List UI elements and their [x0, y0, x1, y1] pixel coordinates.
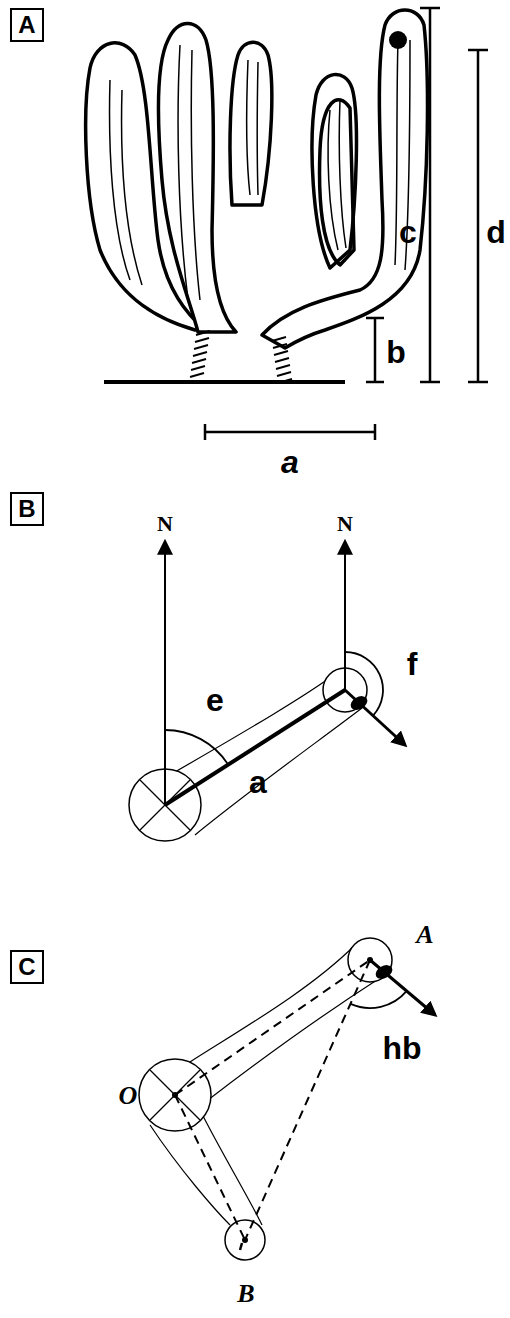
dimension-label: a — [281, 446, 299, 478]
point-label: B — [237, 1281, 254, 1307]
distance-label: a — [249, 766, 267, 798]
dimension-label: c — [399, 216, 417, 248]
ground-line — [104, 380, 345, 384]
panel-label-box: C — [10, 950, 44, 984]
sensor-dot — [348, 693, 370, 712]
root-hatching — [190, 331, 292, 383]
dimension-label: b — [386, 336, 406, 368]
sensor-dot — [389, 31, 407, 49]
panel-letter: C — [18, 955, 35, 979]
dimension-label: d — [486, 216, 506, 248]
panel-letter: A — [18, 13, 35, 37]
panel-label-box: B — [10, 492, 44, 526]
panel-label-box: A — [10, 8, 44, 42]
angle-label: e — [206, 684, 224, 716]
north-label: N — [337, 513, 353, 535]
plan-view-c — [139, 938, 435, 1260]
point-label: O — [119, 1083, 138, 1109]
plan-view-b — [129, 542, 405, 841]
cactus-drawing — [86, 10, 428, 348]
north-label: N — [157, 513, 173, 535]
cactus-ribs — [110, 40, 410, 300]
angle-label: hb — [382, 1032, 421, 1064]
panel-letter: B — [18, 497, 35, 521]
point-label: A — [416, 922, 433, 948]
dimension-brackets — [205, 8, 488, 440]
angle-label: f — [407, 648, 418, 680]
sensor-dot — [373, 962, 395, 981]
